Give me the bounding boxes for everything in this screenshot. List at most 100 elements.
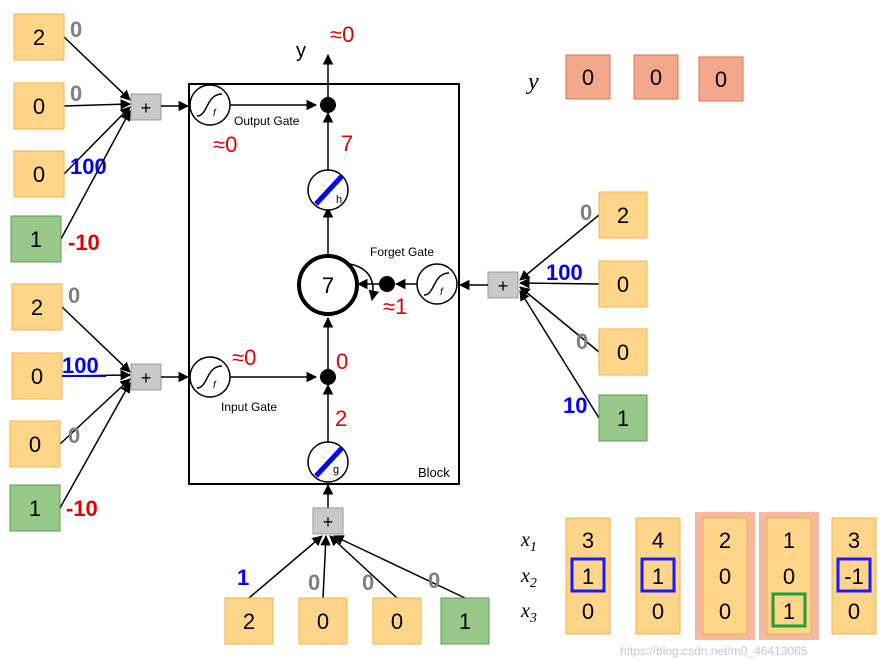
forget-gate-sigmoid: f	[416, 263, 458, 305]
forget-gate-input-box	[598, 260, 648, 308]
output-sequence: y 0 0 0	[526, 54, 744, 102]
input-gate-input-box	[9, 420, 61, 468]
cell-input-sum-symbol: +	[323, 512, 334, 532]
memory-cell	[297, 254, 359, 316]
output-gate-edge	[60, 110, 131, 240]
output-gate-sum-symbol: +	[141, 98, 152, 118]
input-sequence-value: 0	[719, 564, 731, 589]
cell-input-weight: 0	[428, 568, 440, 593]
input-sequence-value: 4	[652, 528, 664, 553]
output-sequence-label: y	[526, 69, 539, 95]
forget-gate-edge	[518, 277, 600, 289]
output-gate-input-box	[13, 150, 65, 198]
input-sequence-value: 0	[582, 599, 594, 624]
forget-gate-input-box-value: 1	[617, 406, 629, 431]
cell-input-sum: +	[312, 507, 344, 535]
output-gate-edge	[63, 99, 132, 110]
input-sequence-value: 3	[582, 528, 594, 553]
forget-gate-activation: ≈1	[383, 294, 407, 319]
forget-gate-input-box-value: 2	[617, 203, 629, 228]
input-sequence-highlight	[836, 557, 872, 593]
output-gate-label: Output Gate	[234, 114, 300, 128]
cell-feedback-arc	[349, 263, 379, 302]
input-gate-product-value: 0	[336, 349, 348, 374]
forget-gate-sum: +	[487, 271, 519, 299]
g-output-value: 2	[335, 406, 347, 431]
output-sequence-value: 0	[650, 65, 662, 90]
input-sequence-highlight	[771, 592, 807, 628]
forget-multiply-node	[379, 276, 395, 292]
y-output-label: y	[296, 40, 306, 62]
input-sequence-value: 0	[848, 599, 860, 624]
forget-gate-edge	[519, 290, 600, 419]
cell-input-edge	[333, 535, 466, 599]
output-gate-sigmoid: f	[189, 84, 231, 126]
output-gate-weight: 100	[70, 154, 107, 179]
output-sequence-value: 0	[715, 67, 727, 92]
input-multiply-node	[320, 369, 336, 385]
forget-gate-input-box	[598, 191, 648, 239]
cell-input-weight: 1	[237, 565, 249, 590]
input-sequence-value: 2	[719, 528, 731, 553]
input-sequence-value: 0	[783, 564, 795, 589]
input-gate-input-box-value: 0	[31, 364, 43, 389]
output-sequence-value: 0	[582, 65, 594, 90]
cell-input-edge	[248, 535, 323, 599]
cell-input-box	[440, 597, 490, 645]
cell-input-box-value: 0	[317, 609, 329, 634]
input-gate-weight: 0	[68, 283, 80, 308]
input-sequence-value: 1	[783, 599, 795, 624]
input-sequence-value: 0	[652, 599, 664, 624]
cell-input-box-value: 2	[243, 609, 255, 634]
forget-gate-input-box-value: 0	[617, 340, 629, 365]
input-gate-activation: ≈0	[232, 345, 256, 370]
output-gate-input-box-value: 0	[33, 162, 45, 187]
input-gate-edge	[61, 306, 131, 373]
cell-input-box-value: 1	[459, 609, 471, 634]
input-gate-weight: 100	[62, 353, 99, 378]
memory-cell-value: 7	[322, 273, 334, 298]
output-sequence-box	[565, 54, 611, 100]
input-sequence-row-label: x3	[520, 600, 537, 626]
g-squash-label: g	[333, 464, 339, 476]
output-gate-input-box-value: 2	[33, 25, 45, 50]
input-sequence-value: 0	[719, 599, 731, 624]
block-label: Block	[418, 465, 450, 480]
cell-input-box-value: 0	[391, 609, 403, 634]
input-gate-weight: -10	[66, 496, 98, 521]
h-squash-bar	[314, 174, 344, 206]
input-gate-input-box	[11, 283, 63, 331]
h-output-value: 7	[341, 131, 353, 156]
forget-gate-edge	[519, 214, 600, 281]
input-gate-label: Input Gate	[221, 400, 277, 414]
forget-gate-sum-symbol: +	[498, 276, 509, 296]
input-sequence-row-label: x2	[520, 565, 537, 591]
input-sequence-highlight	[570, 557, 606, 593]
output-gate-weight: -10	[68, 230, 100, 255]
forget-gate-input-box-value: 0	[617, 272, 629, 297]
input-sequence-value: 3	[848, 528, 860, 553]
input-gate-input-box-value: 0	[29, 432, 41, 457]
input-gate-input-box-value: 1	[29, 496, 41, 521]
output-multiply-node	[320, 97, 336, 113]
input-sequence-value: -1	[844, 564, 864, 589]
input-gate-sum: +	[130, 363, 162, 391]
output-sequence-box	[698, 56, 744, 102]
y-approx-value: ≈0	[330, 22, 354, 47]
output-gate-edge	[63, 106, 131, 175]
forget-gate-weight: 100	[546, 260, 583, 285]
input-gate-f-label: f	[213, 380, 217, 391]
output-gate-input-box	[13, 13, 65, 61]
output-gate-input-box	[10, 215, 62, 263]
input-gate-sum-symbol: +	[141, 368, 152, 388]
input-sequence-value: 1	[582, 564, 594, 589]
output-gate-sum: +	[130, 93, 162, 121]
input-gate-input-box-value: 2	[31, 295, 43, 320]
forget-gate-weight: 10	[563, 393, 587, 418]
cell-input-weight: 0	[362, 570, 374, 595]
input-gate-sigmoid: f	[189, 356, 231, 398]
